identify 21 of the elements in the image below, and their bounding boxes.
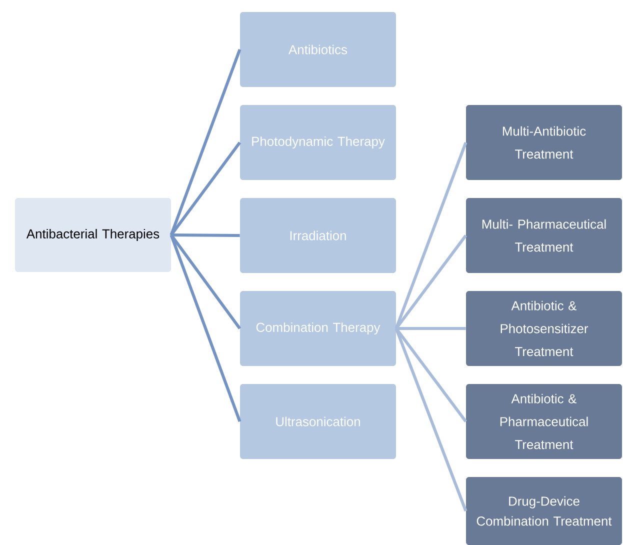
category-box: Photodynamic Therapy bbox=[240, 105, 396, 180]
category-box: Irradiation bbox=[240, 198, 396, 273]
treatment-box: Multi- Pharmaceutical Treatment bbox=[466, 198, 622, 273]
category-box: Combination Therapy bbox=[240, 291, 396, 366]
connector-line bbox=[171, 234, 240, 237]
connector-line bbox=[170, 234, 242, 330]
connector-line bbox=[170, 234, 242, 422]
connector-line bbox=[394, 328, 468, 512]
treatment-box: Multi-Antibiotic Treatment bbox=[466, 105, 622, 180]
category-box: Antibiotics bbox=[240, 12, 396, 87]
connector-line bbox=[394, 142, 468, 330]
root-box: Antibacterial Therapies bbox=[15, 198, 171, 272]
connector-line bbox=[395, 234, 467, 330]
connector-line bbox=[170, 48, 242, 236]
treatment-box: Antibiotic & Pharmaceutical Treatment bbox=[466, 384, 622, 459]
treatment-box: Antibiotic & Photosensitizer Treatment bbox=[466, 291, 622, 366]
category-box: Ultrasonication bbox=[240, 384, 396, 459]
connector-line bbox=[170, 142, 241, 236]
connector-line bbox=[395, 328, 467, 422]
connector-line bbox=[396, 327, 466, 330]
treatment-box: Drug-Device Combination Treatment bbox=[466, 477, 622, 545]
